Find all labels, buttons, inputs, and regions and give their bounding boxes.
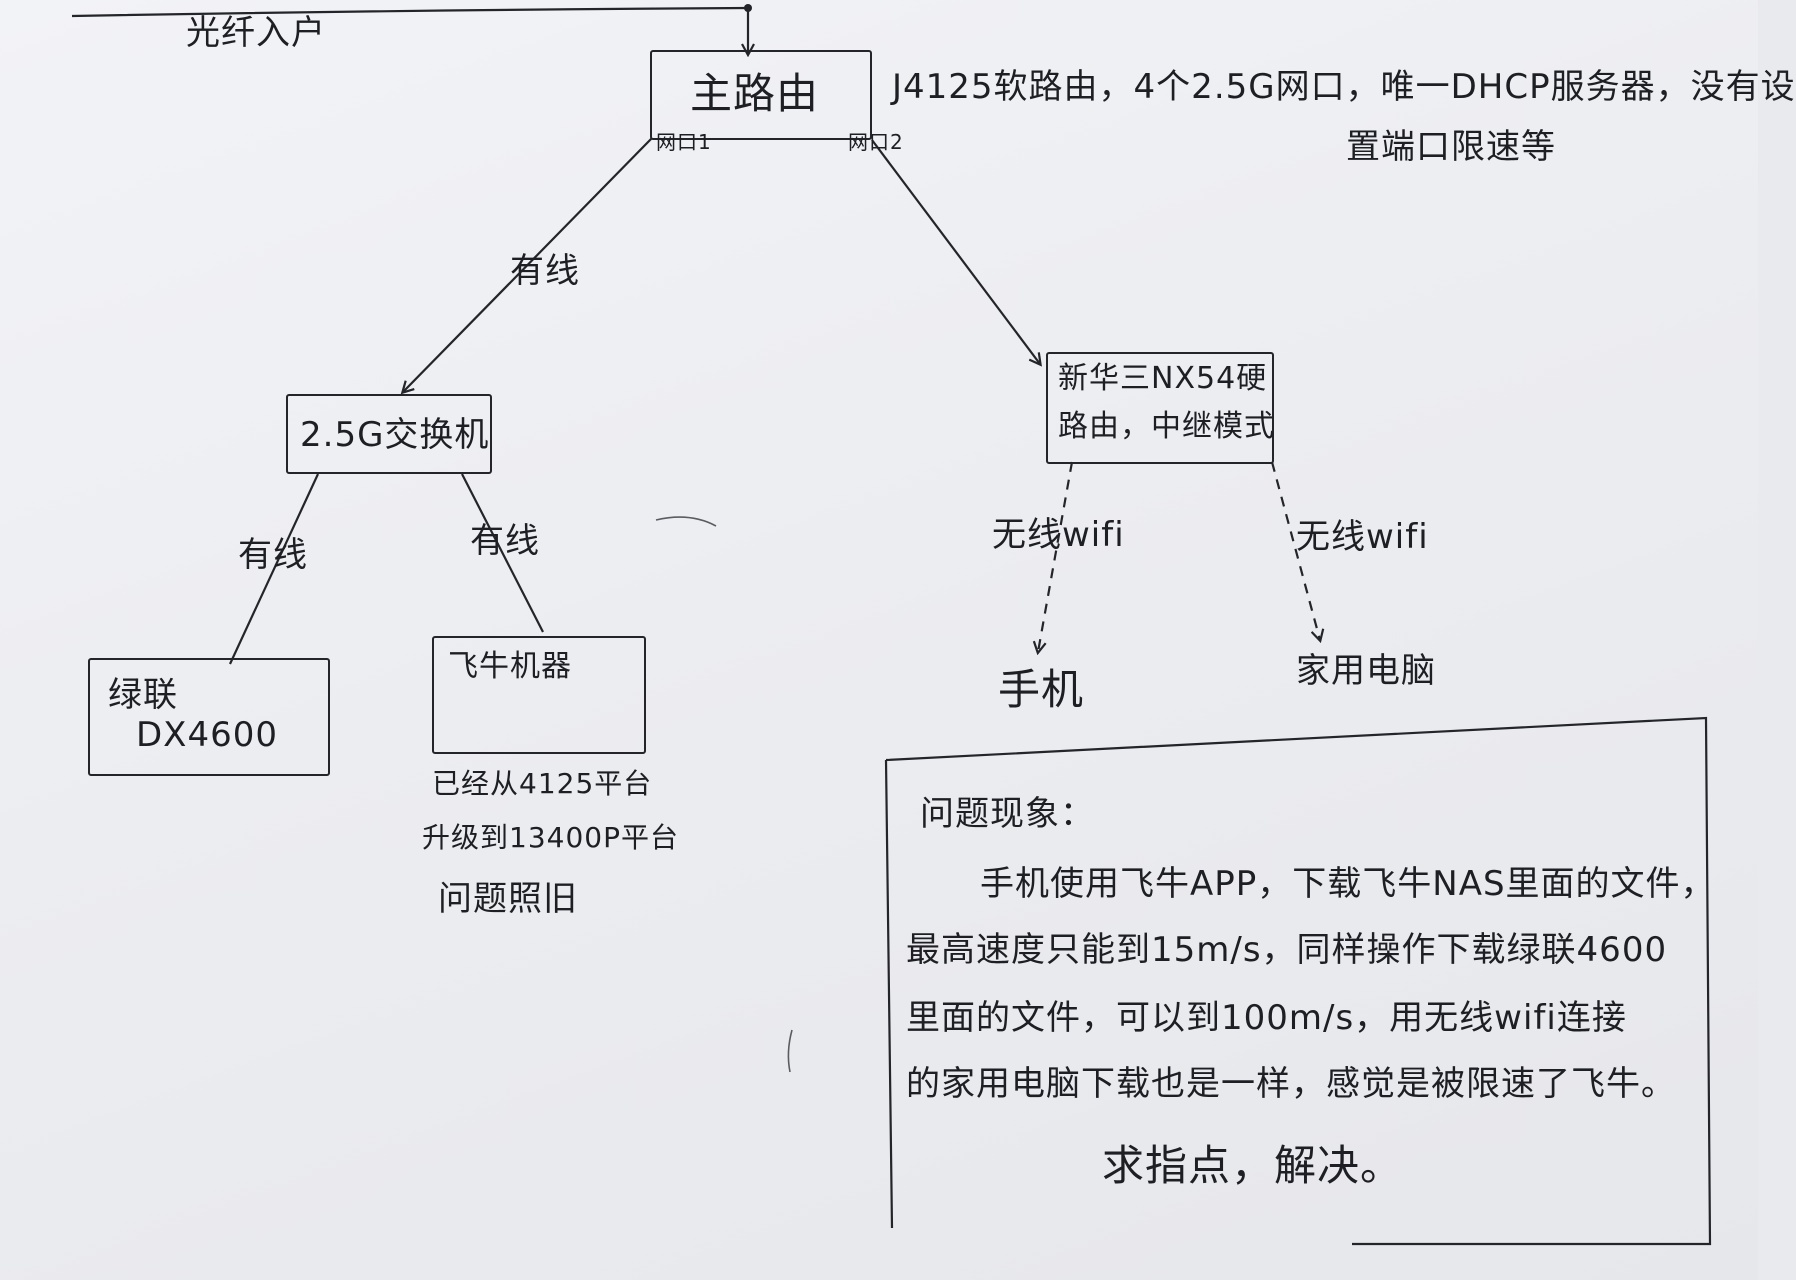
- problem-request: 求指点，解决。: [1102, 1141, 1404, 1190]
- fiber-line: [71, 6, 749, 18]
- edge-label-switch-nas: 有线: [238, 535, 308, 575]
- router-description-line2: 置端口限速等: [1346, 127, 1556, 167]
- router-port2-label: 网口2: [848, 130, 904, 154]
- feiniu-label: 飞牛机器: [448, 649, 572, 684]
- phone-label: 手机: [998, 665, 1085, 714]
- edge-ap-pc: [1270, 461, 1320, 640]
- problem-line1: 手机使用飞牛APP，下载飞牛NAS里面的文件，: [980, 864, 1716, 904]
- edge-label-ap-phone: 无线wifi: [992, 515, 1125, 555]
- nas-ugreen-line2: DX4600: [136, 715, 278, 755]
- problem-line2: 最高速度只能到15m/s，同样操作下载绿联4600: [906, 930, 1668, 970]
- feiniu-note-line3: 问题照旧: [438, 879, 578, 919]
- edge-label-switch-feiniu: 有线: [470, 521, 540, 561]
- fiber-label: 光纤入户: [186, 13, 326, 53]
- feiniu-note-line1: 已经从4125平台: [432, 767, 653, 800]
- main-router-box: [650, 50, 872, 140]
- problem-panel-border: [884, 716, 1712, 1246]
- edge-switch-feiniu: [461, 473, 544, 633]
- stray-mark: [787, 1029, 793, 1073]
- ap-box: [1046, 352, 1274, 464]
- edge-router-switch: [403, 137, 653, 392]
- nas-ugreen-line1: 绿联: [108, 675, 178, 715]
- ap-line1: 新华三NX54硬: [1058, 361, 1268, 396]
- problem-line4: 的家用电脑下载也是一样，感觉是被限速了飞牛。: [906, 1064, 1676, 1104]
- edge-router-ap: [871, 139, 1040, 364]
- nas-ugreen-box: [88, 658, 330, 776]
- ap-line2: 路由，中继模式: [1058, 409, 1275, 444]
- feiniu-note-line2: 升级到13400P平台: [422, 821, 679, 854]
- edge-label-router-switch: 有线: [510, 251, 580, 291]
- main-router-label: 主路由: [690, 69, 820, 118]
- connector-lines: [71, 4, 1712, 1246]
- stray-mark: [655, 516, 717, 527]
- switch-box: [286, 394, 492, 474]
- switch-label: 2.5G交换机: [300, 415, 490, 455]
- edge-ap-phone: [1038, 461, 1074, 652]
- router-port1-label: 网口1: [656, 130, 712, 154]
- router-description-line1: J4125软路由，4个2.5G网口，唯一DHCP服务器，没有设: [892, 67, 1796, 107]
- edge-switch-nas: [229, 473, 319, 665]
- feiniu-box: [432, 636, 646, 754]
- problem-title: 问题现象：: [920, 794, 1095, 834]
- home-pc-label: 家用电脑: [1296, 651, 1436, 691]
- problem-line3: 里面的文件，可以到100m/s，用无线wifi连接: [906, 998, 1627, 1038]
- edge-label-ap-pc: 无线wifi: [1296, 517, 1429, 557]
